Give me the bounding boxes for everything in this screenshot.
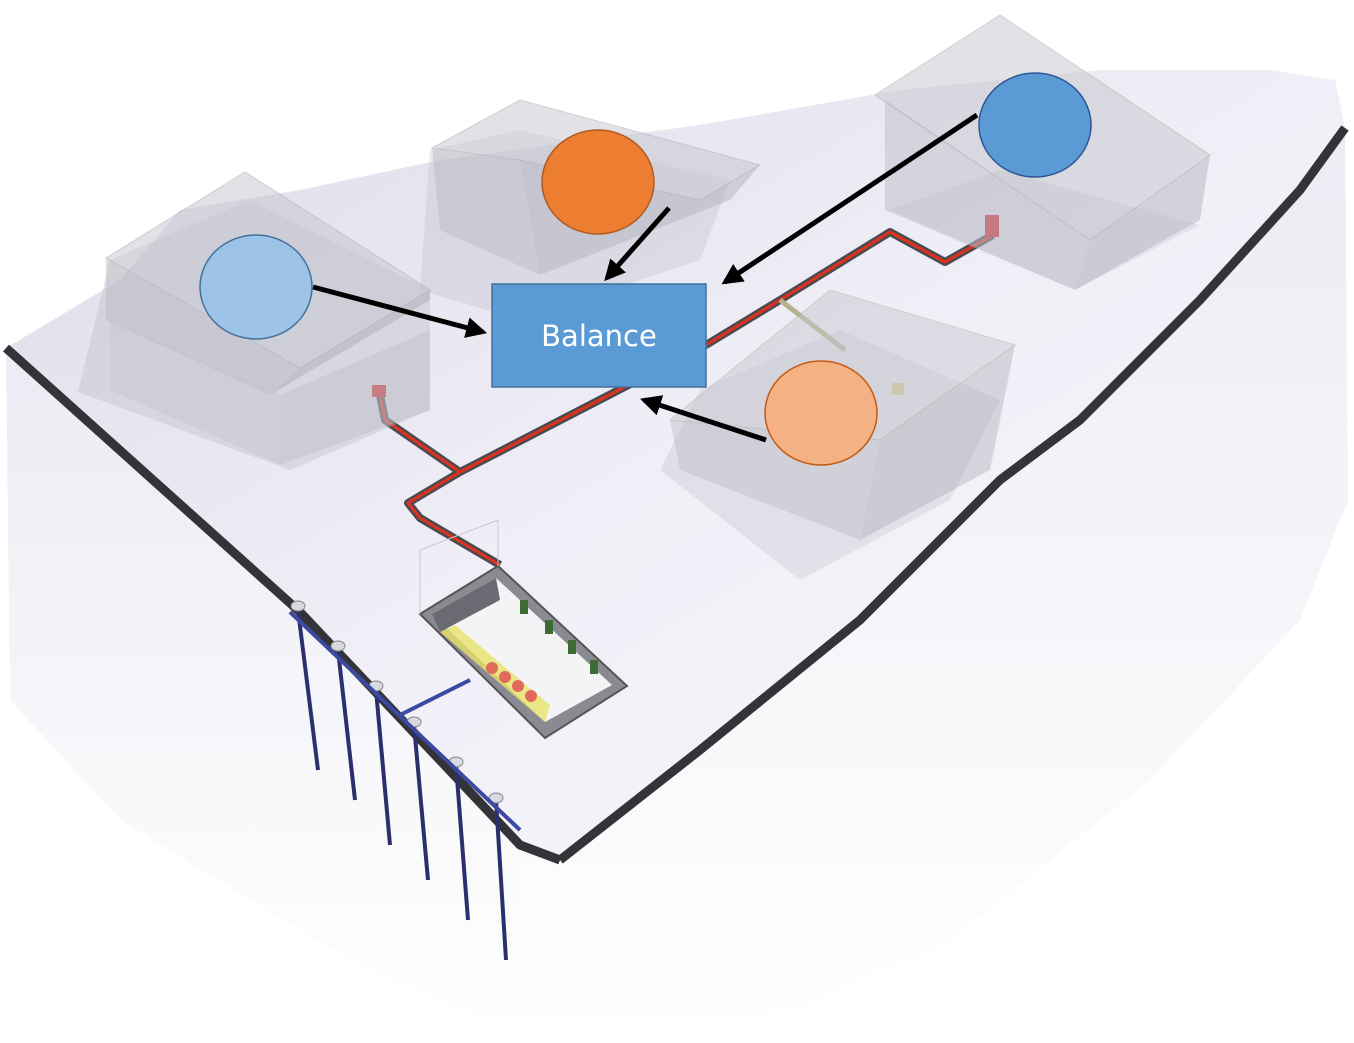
balance-node: Balance [491, 283, 707, 388]
balance-box [491, 283, 707, 388]
node-house-back-middle [541, 129, 655, 235]
energy-centre [418, 519, 629, 740]
substation-left [372, 385, 386, 397]
balance-label: Balance [541, 319, 657, 353]
node-house-back-right [978, 72, 1092, 178]
substation-right [985, 215, 999, 237]
node-house-left [199, 234, 313, 340]
node-house-front-right [764, 360, 878, 466]
arrow-house-front-right-to-balance [640, 395, 767, 443]
ground-left-side [6, 350, 520, 1035]
arrow-house-left-to-balance [312, 284, 488, 338]
arrows [312, 112, 979, 443]
ground-edge-right [557, 125, 1349, 864]
borehole-pipes [296, 609, 508, 961]
ground-edge-left [2, 344, 562, 865]
arrow-house-back-middle-to-balance [604, 206, 671, 282]
arrow-house-back-right-to-balance [721, 112, 979, 285]
ground-right-side [520, 130, 1348, 1040]
borehole-header-pipe [288, 610, 522, 832]
nodes [199, 72, 1092, 466]
